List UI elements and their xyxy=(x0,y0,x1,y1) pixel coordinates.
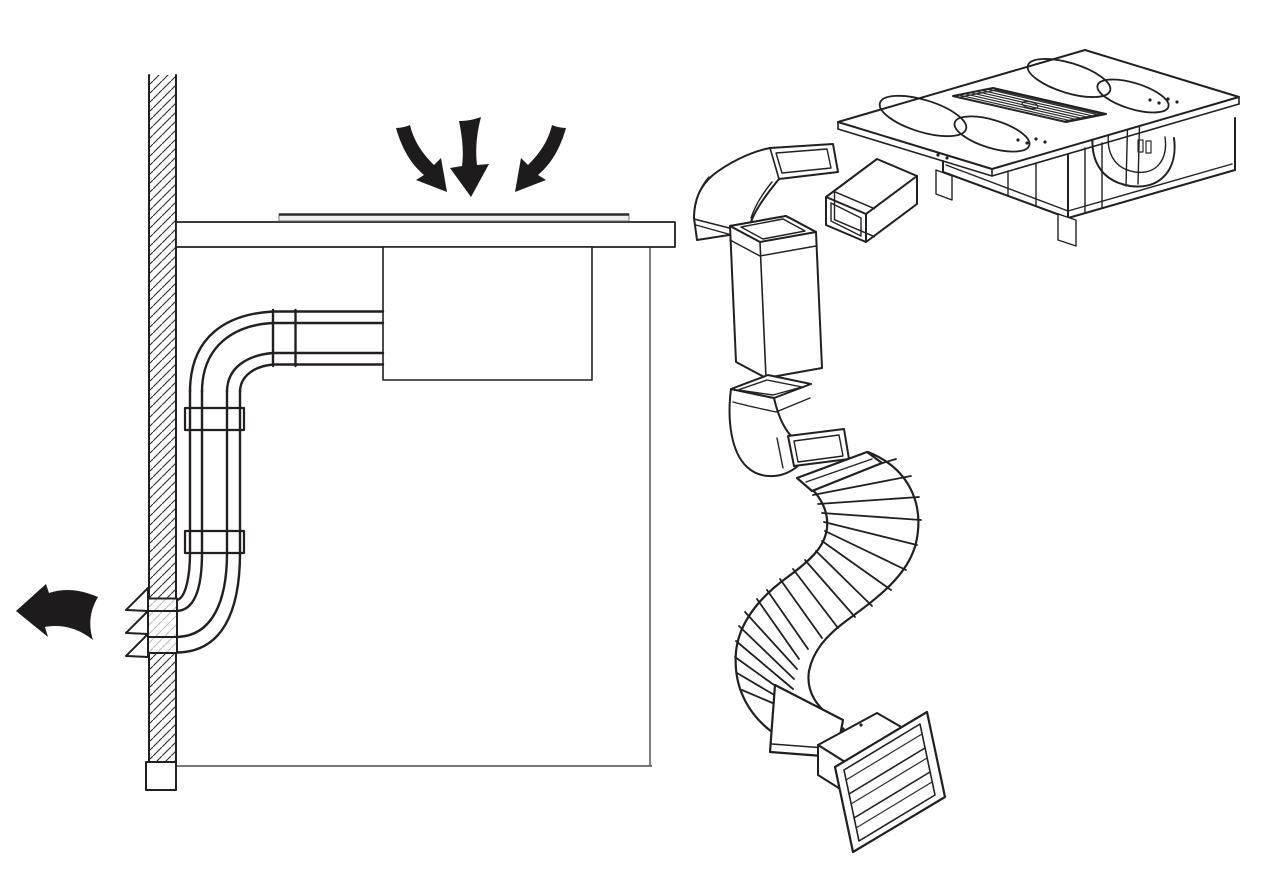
flexible-duct xyxy=(734,450,922,759)
duct-elbow-vertical xyxy=(728,374,850,478)
cooktop-unit xyxy=(837,49,1240,247)
exhaust-arrow-icon xyxy=(16,584,98,640)
wall-base-block xyxy=(145,761,177,791)
duct-elbow-horizontal xyxy=(693,143,839,241)
plenum-box xyxy=(382,246,593,381)
duct-coupling xyxy=(271,308,297,368)
mounting-foot xyxy=(1057,213,1077,247)
burner-zone xyxy=(1096,78,1170,114)
vent-grille xyxy=(833,710,947,854)
burner-zone xyxy=(953,115,1031,153)
intake-arrow-middle-icon xyxy=(450,117,489,197)
duct-straight-piece xyxy=(825,158,918,243)
cooktop-plate xyxy=(278,213,630,222)
duct-clamps xyxy=(183,406,246,555)
louvre-slat xyxy=(125,587,149,612)
intake-arrows xyxy=(396,117,566,197)
downdraft-grille xyxy=(952,87,1107,123)
installation-cross-section xyxy=(16,74,676,791)
intake-arrow-left-icon xyxy=(396,125,447,192)
duct-run xyxy=(175,308,385,654)
worktop xyxy=(175,221,676,248)
duct-vertical-piece xyxy=(729,215,823,379)
wall-section xyxy=(148,74,177,763)
exploded-duct-kit xyxy=(693,49,1240,854)
intake-arrow-right-icon xyxy=(515,125,566,192)
extractor-underbox xyxy=(935,105,1236,247)
blower-housing xyxy=(1091,105,1176,188)
duct-clamp-upper xyxy=(183,406,246,432)
louvre-slat xyxy=(125,610,149,635)
wall-vent xyxy=(817,710,947,854)
burner-zone xyxy=(1026,58,1112,98)
burner-zone xyxy=(878,94,968,138)
louvre-slat xyxy=(125,633,149,658)
cooktop-glass xyxy=(837,49,1240,177)
corrugation-ribs xyxy=(734,458,922,717)
duct-clamp-lower xyxy=(183,529,246,555)
mounting-foot xyxy=(935,169,953,201)
control-dots xyxy=(936,97,1179,160)
wall-outlet xyxy=(125,587,178,658)
